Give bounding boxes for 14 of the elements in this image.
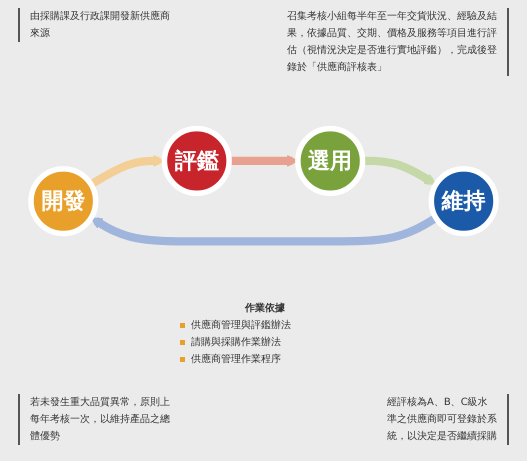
node-circle: 評鑑 — [162, 126, 232, 196]
node-circle: 選用 — [295, 126, 366, 196]
description-text: 召集考核小組每半年至一年交貨狀況、經驗及結果，依據品質、交期、價格及服務等項目進行評估（視情況決定是否進行實地評鑑），完成後登錄於「供應商評核表」 — [287, 8, 509, 76]
heading-text: 作業依據 — [244, 302, 286, 316]
node-circle: 開發 — [28, 166, 98, 236]
description-text: 經評核為A、B、C級水準之供應商即可登錄於系統，以決定是否繼續採購 — [387, 394, 509, 445]
arrow — [90, 214, 438, 246]
bullet-text: 供應商管理與評鑑辦法 — [180, 317, 350, 334]
description-text: 由採購課及行政課開發新供應商來源 — [18, 8, 170, 42]
description-text: 若未發生重大品質異常，原則上每年考核一次，以維持產品之總體優勢 — [18, 394, 170, 445]
bullet-text: 請購與採購作業辦法 — [180, 334, 350, 351]
node-circle: 維持 — [428, 166, 499, 236]
bullet-text: 供應商管理作業程序 — [180, 351, 350, 368]
arrow — [362, 156, 437, 186]
